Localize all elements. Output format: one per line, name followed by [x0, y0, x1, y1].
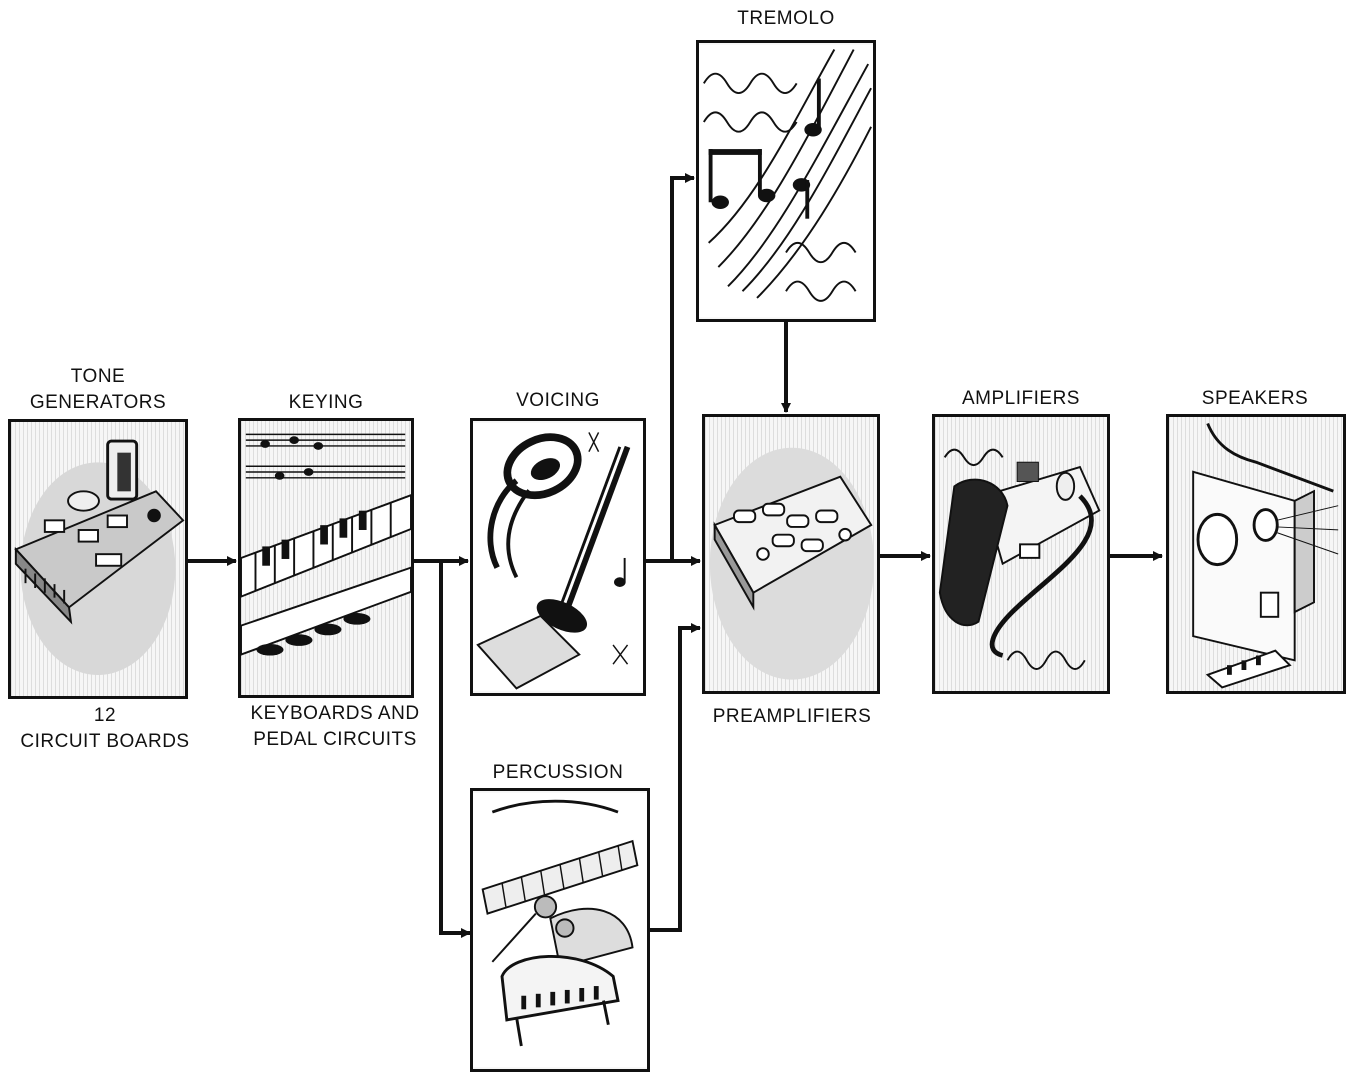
voicing-title: VOICING	[470, 388, 646, 414]
preamplifiers-caption: PREAMPLIFIERS	[694, 704, 890, 730]
tremolo-title: TREMOLO	[696, 6, 876, 32]
xylophone-piano-illustration	[473, 791, 647, 1069]
keying-block	[238, 418, 414, 698]
preamplifiers-block	[702, 414, 880, 694]
keying-title: KEYING	[238, 390, 414, 416]
keyboard-illustration	[241, 421, 411, 695]
speakers-block	[1166, 414, 1346, 694]
amplifiers-block	[932, 414, 1110, 694]
preamp-board-illustration	[705, 417, 877, 691]
tone-generators-block	[8, 419, 188, 699]
arrow-voicing-to-tremolo	[672, 178, 694, 561]
percussion-block	[470, 788, 650, 1072]
tone-generators-title: TONE GENERATORS	[8, 364, 188, 416]
arrow-keying-to-percussion	[441, 561, 470, 933]
amplifier-illustration	[935, 417, 1107, 691]
keying-caption: KEYBOARDS AND PEDAL CIRCUITS	[230, 701, 440, 753]
circuit-board-illustration	[11, 422, 185, 696]
amplifiers-title: AMPLIFIERS	[932, 386, 1110, 412]
waves-and-notes-illustration	[699, 43, 873, 319]
tone-generators-caption: 12 CIRCUIT BOARDS	[0, 703, 210, 755]
voicing-block	[470, 418, 646, 696]
percussion-title: PERCUSSION	[470, 760, 646, 786]
instruments-illustration	[473, 421, 643, 693]
tremolo-block	[696, 40, 876, 322]
speaker-cabinet-illustration	[1169, 417, 1343, 691]
speakers-title: SPEAKERS	[1166, 386, 1344, 412]
arrow-percussion-to-preamp	[648, 628, 700, 930]
